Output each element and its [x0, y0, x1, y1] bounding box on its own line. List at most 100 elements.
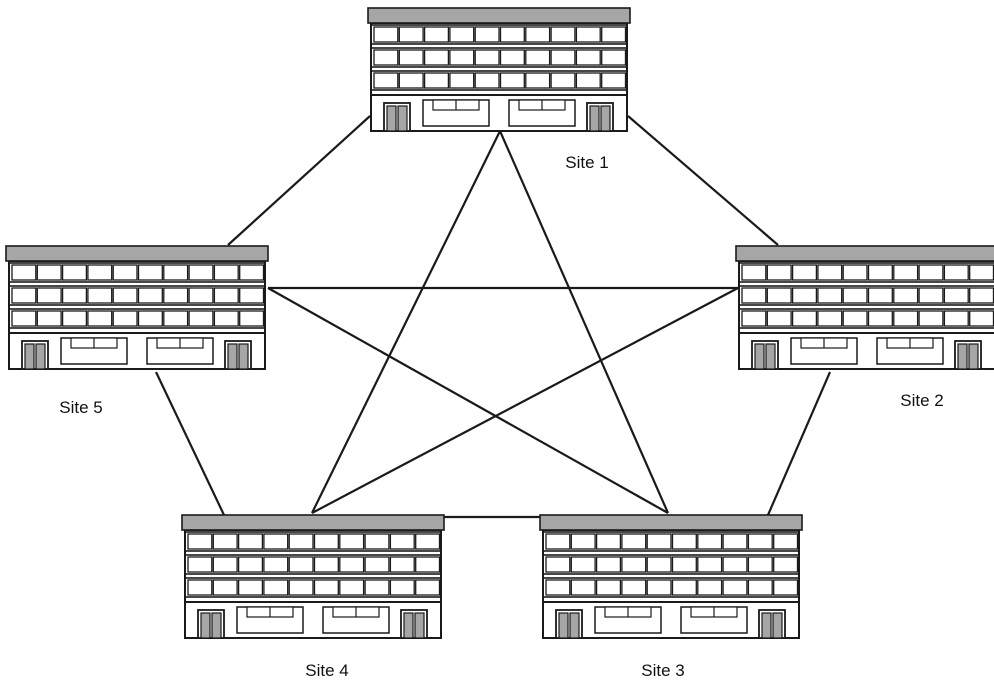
window: [339, 533, 365, 550]
window: [773, 579, 799, 596]
window: [545, 556, 571, 573]
window: [364, 556, 390, 573]
window: [499, 72, 525, 89]
window: [163, 310, 189, 327]
window: [741, 287, 767, 304]
window: [575, 49, 601, 66]
door-panel: [397, 105, 408, 132]
window: [163, 264, 189, 281]
window: [918, 287, 944, 304]
window: [525, 49, 551, 66]
window-row: [8, 285, 266, 306]
window: [570, 556, 596, 573]
window: [87, 287, 113, 304]
window: [239, 264, 265, 281]
window-row: [738, 285, 994, 306]
window: [187, 556, 213, 573]
window: [550, 49, 576, 66]
site-buildings: [5, 7, 994, 639]
building-roof: [181, 514, 445, 531]
window: [213, 264, 239, 281]
window: [621, 579, 647, 596]
window: [646, 533, 672, 550]
window: [213, 310, 239, 327]
connection-lines: [155, 115, 832, 519]
window: [499, 26, 525, 43]
connection-site1-site4: [311, 130, 501, 514]
window: [969, 287, 994, 304]
window: [474, 26, 500, 43]
window: [36, 264, 62, 281]
window: [867, 287, 893, 304]
door-panel: [386, 105, 397, 132]
window-row: [370, 47, 628, 68]
door-panel: [600, 105, 611, 132]
site-labels: Site 1 Site 2 Site 3 Site 4 Site 5: [59, 153, 943, 680]
window: [239, 287, 265, 304]
window: [570, 579, 596, 596]
window: [646, 556, 672, 573]
window: [817, 310, 843, 327]
window: [423, 72, 450, 89]
window: [842, 287, 868, 304]
window: [601, 49, 627, 66]
window: [313, 556, 339, 573]
window-row: [738, 262, 994, 283]
window: [601, 72, 627, 89]
window: [918, 310, 944, 327]
site-3-label: Site 3: [641, 661, 684, 680]
window: [747, 579, 773, 596]
window: [61, 287, 88, 304]
window: [239, 310, 265, 327]
window: [791, 310, 818, 327]
window-row: [542, 554, 800, 575]
window: [773, 533, 799, 550]
window: [525, 26, 551, 43]
window: [87, 264, 113, 281]
window: [137, 264, 163, 281]
building-roof: [539, 514, 803, 531]
window: [595, 579, 622, 596]
window: [449, 72, 475, 89]
window-row: [738, 308, 994, 329]
door-panel: [200, 612, 211, 639]
window: [188, 264, 214, 281]
window: [398, 49, 424, 66]
window: [867, 310, 893, 327]
site-1-label: Site 1: [565, 153, 608, 172]
door-panel: [754, 343, 765, 370]
door-panel: [227, 343, 238, 370]
window: [11, 310, 37, 327]
door-panel: [403, 612, 414, 639]
door-panel: [761, 612, 772, 639]
connection-site1-site3: [498, 130, 670, 514]
window: [212, 533, 238, 550]
window: [237, 579, 264, 596]
window: [525, 72, 551, 89]
window: [671, 533, 697, 550]
window: [398, 72, 424, 89]
window: [137, 287, 163, 304]
window: [766, 287, 792, 304]
window: [288, 556, 314, 573]
window: [112, 310, 138, 327]
connection-site4-site5: [155, 371, 225, 516]
door-panel: [558, 612, 569, 639]
window: [747, 533, 773, 550]
window: [893, 264, 919, 281]
window: [373, 26, 399, 43]
window: [212, 556, 238, 573]
window: [773, 556, 799, 573]
window: [364, 533, 390, 550]
door-panel: [35, 343, 46, 370]
window: [11, 287, 37, 304]
window: [188, 310, 214, 327]
site-2-label: Site 2: [900, 391, 943, 410]
window: [389, 579, 415, 596]
window: [449, 26, 475, 43]
window: [722, 579, 748, 596]
window: [423, 49, 450, 66]
door-panel: [765, 343, 776, 370]
window: [364, 579, 390, 596]
site4-building-icon: [181, 514, 445, 639]
